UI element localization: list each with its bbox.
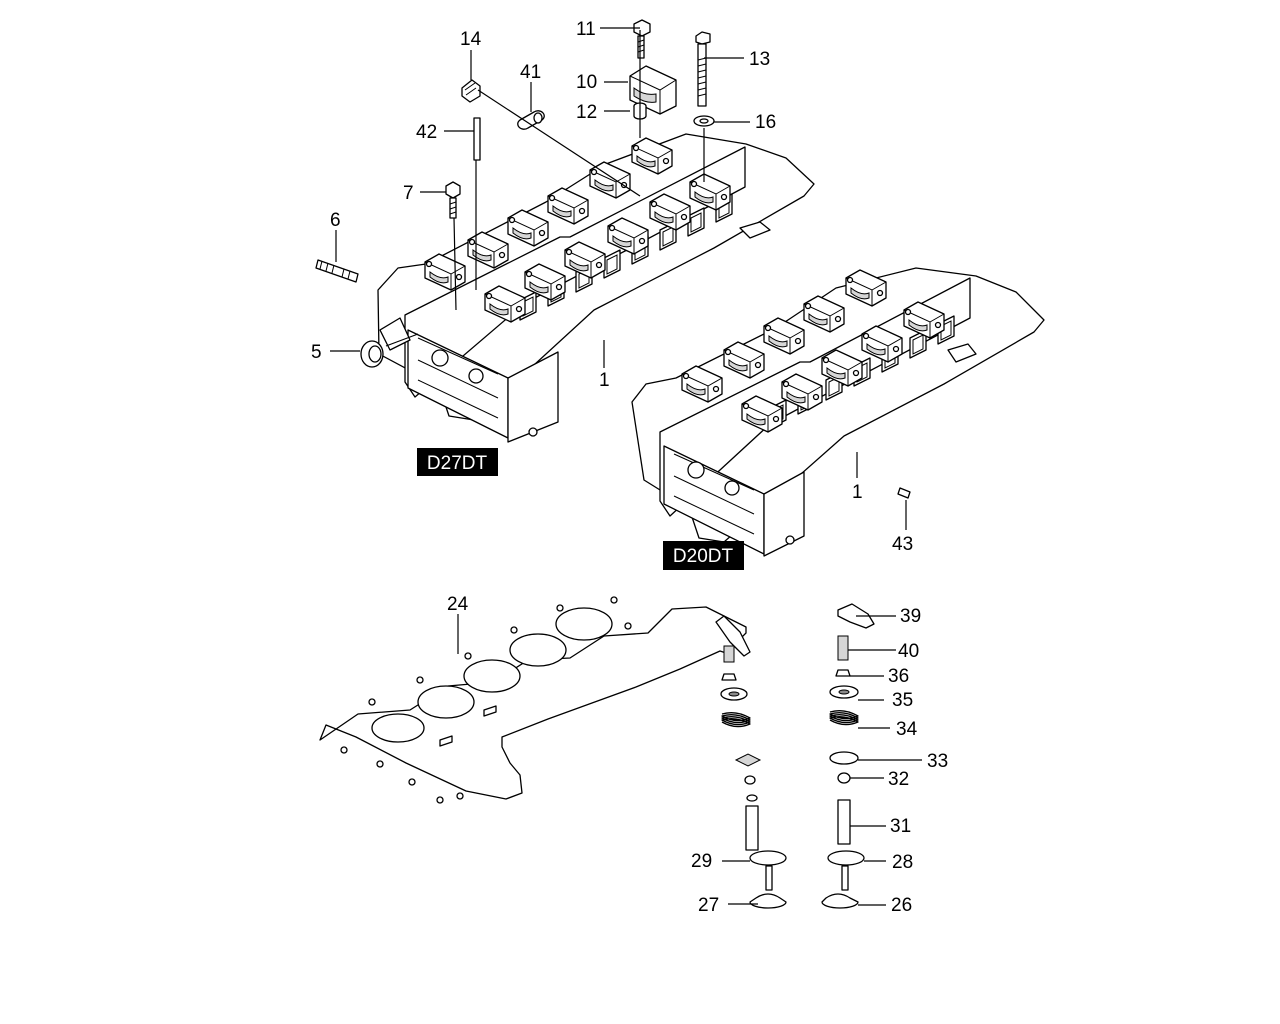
part-label-26: 26 (891, 895, 912, 916)
part-label-6: 6 (330, 210, 341, 231)
bolt-13-part (695, 31, 711, 107)
variant-tag-d20dt: D20DT (663, 541, 744, 570)
cylinder-head-d27dt (377, 133, 815, 443)
part-label-12: 12 (576, 102, 597, 123)
variant-tag-d27dt: D27DT (417, 448, 498, 476)
plug-14-part (461, 79, 481, 103)
part-label-40: 40 (898, 641, 919, 662)
valve-train-left (715, 615, 787, 909)
part-label-36: 36 (888, 666, 909, 687)
dowel-42-part (473, 117, 481, 161)
washer-16-part (693, 115, 715, 127)
part-label-13: 13 (749, 49, 770, 70)
part-label-43: 43 (892, 534, 913, 555)
part-label-7: 7 (403, 183, 414, 204)
part-label-42: 42 (416, 122, 437, 143)
variant-label-d27dt: D27DT (427, 453, 488, 474)
cylinder-head-d20dt (631, 267, 1045, 557)
leader-lines (330, 27, 922, 906)
bush-41-part (517, 110, 545, 130)
part-label-32: 32 (888, 769, 909, 790)
part-label-24: 24 (447, 594, 469, 615)
part-label-5: 5 (311, 342, 322, 363)
part-label-1-right: 1 (852, 482, 863, 503)
part-label-34: 34 (896, 719, 918, 740)
part-label-14: 14 (460, 29, 482, 50)
part-label-1-left: 1 (599, 370, 610, 391)
part-label-29: 29 (691, 851, 712, 872)
head-gasket-part (319, 596, 747, 804)
bolt-7-part (445, 181, 461, 219)
part-label-16: 16 (755, 112, 776, 133)
part-label-35: 35 (892, 690, 913, 711)
part-label-11: 11 (576, 19, 596, 40)
part-label-27: 27 (698, 895, 719, 916)
part-label-28: 28 (892, 852, 913, 873)
seal-5-part (360, 340, 384, 368)
part-label-31: 31 (890, 816, 911, 837)
part-label-41: 41 (520, 62, 541, 83)
dowel-43-part (897, 487, 911, 499)
variant-label-d20dt: D20DT (673, 546, 734, 567)
part-label-10: 10 (576, 72, 597, 93)
part-number-labels: 11 10 12 13 16 14 41 42 7 6 5 1 1 43 24 … (311, 19, 948, 916)
part-label-33: 33 (927, 751, 948, 772)
stud-6-part (315, 259, 359, 283)
part-label-39: 39 (900, 606, 921, 627)
bolt-11-part (633, 19, 651, 59)
